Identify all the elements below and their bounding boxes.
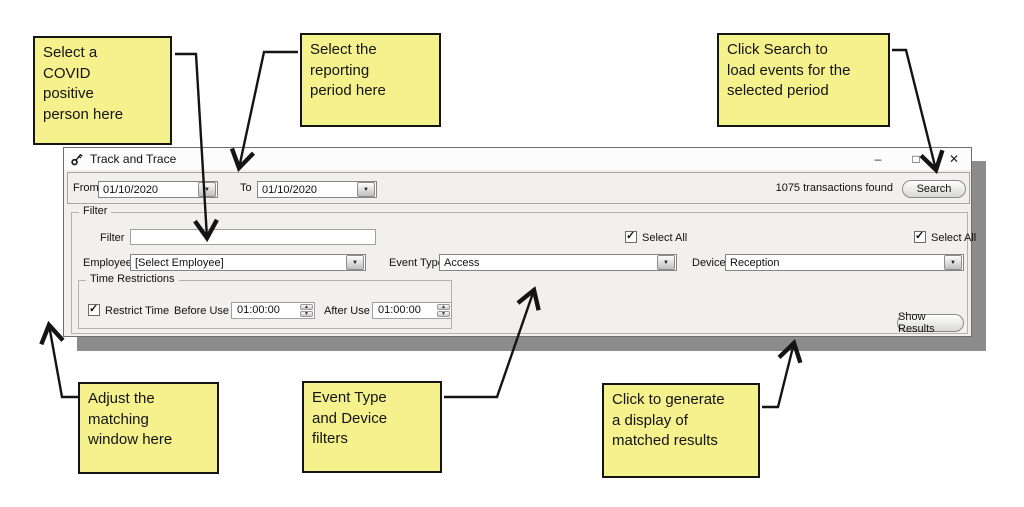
dropdown-arrow-icon[interactable]: ▼ (657, 255, 675, 270)
close-icon[interactable]: ✕ (948, 152, 960, 166)
from-label: From (73, 182, 99, 194)
employee-label: Employee (83, 257, 132, 269)
note-event-device-filters: Event Type and Device filters (302, 381, 442, 473)
event-type-value: Access (444, 256, 480, 269)
spinner-buttons: ▲ ▼ (436, 303, 451, 318)
device-combobox[interactable]: Reception ▼ (725, 254, 964, 271)
key-icon (71, 153, 83, 166)
spin-up-icon[interactable]: ▲ (300, 304, 313, 310)
before-use-label: Before Use (174, 305, 230, 317)
after-use-value: 01:00:00 (378, 304, 421, 316)
filter-label: Filter (100, 232, 125, 244)
note-select-covid-person: Select a COVID positive person here (33, 36, 172, 145)
before-use-value: 01:00:00 (237, 304, 280, 316)
after-use-label: After Use (324, 305, 370, 317)
event-type-combobox[interactable]: Access ▼ (439, 254, 677, 271)
spin-up-icon[interactable]: ▲ (437, 304, 450, 310)
date-toolbar: From 01/10/2020 ▼ To 01/10/2020 ▼ 1075 t… (67, 172, 970, 204)
dropdown-arrow-icon[interactable]: ▼ (198, 182, 216, 197)
event-type-label: Event Type (389, 257, 444, 269)
device-value: Reception (730, 256, 780, 269)
employee-combobox[interactable]: [Select Employee] ▼ (130, 254, 366, 271)
dropdown-arrow-icon[interactable]: ▼ (357, 182, 375, 197)
spin-down-icon[interactable]: ▼ (300, 311, 313, 317)
search-button[interactable]: Search (902, 180, 966, 198)
window-controls: – □ ✕ (871, 152, 965, 166)
transactions-found-text: 1075 transactions found (775, 182, 893, 194)
filter-group-legend: Filter (79, 205, 112, 217)
note-matching-window: Adjust the matching window here (78, 382, 219, 474)
filter-groupbox: Filter Filter ✓ Select All ✓ Select All … (71, 205, 976, 335)
time-restrictions-legend: Time Restrictions (86, 273, 179, 285)
after-use-spinner[interactable]: 01:00:00 ▲ ▼ (372, 302, 452, 319)
note-click-search: Click Search to load events for the sele… (717, 33, 890, 127)
before-use-spinner[interactable]: 01:00:00 ▲ ▼ (231, 302, 315, 319)
time-restrictions-groupbox: Time Restrictions ✓ Restrict Time Before… (78, 273, 452, 329)
to-label: To (240, 182, 252, 194)
dropdown-arrow-icon[interactable]: ▼ (944, 255, 962, 270)
check-icon: ✓ (626, 230, 636, 242)
window-title: Track and Trace (90, 152, 177, 166)
select-all-device-checkbox[interactable]: ✓ (914, 230, 926, 243)
spinner-buttons: ▲ ▼ (299, 303, 314, 318)
minimize-icon[interactable]: – (874, 152, 882, 166)
check-icon: ✓ (915, 230, 925, 242)
maximize-icon[interactable]: □ (912, 152, 920, 166)
filter-input[interactable] (130, 229, 376, 245)
arrow-show-results (762, 338, 803, 409)
from-date-value: 01/10/2020 (103, 183, 159, 196)
show-results-button[interactable]: Show Results (897, 311, 964, 335)
select-all-event-checkbox[interactable]: ✓ (625, 230, 637, 243)
to-date-value: 01/10/2020 (262, 183, 318, 196)
from-date-combobox[interactable]: 01/10/2020 ▼ (98, 181, 218, 198)
to-date-combobox[interactable]: 01/10/2020 ▼ (257, 181, 377, 198)
restrict-time-label: Restrict Time (105, 305, 170, 317)
note-show-results: Click to generate a display of matched r… (602, 383, 760, 478)
dropdown-arrow-icon[interactable]: ▼ (346, 255, 364, 270)
device-label: Device (692, 257, 726, 269)
window-titlebar[interactable]: Track and Trace – □ ✕ (64, 148, 971, 170)
check-icon: ✓ (89, 303, 99, 315)
select-all-event-label: Select All (642, 232, 688, 244)
employee-value: [Select Employee] (135, 256, 224, 269)
note-reporting-period: Select the reporting period here (300, 33, 441, 127)
spin-down-icon[interactable]: ▼ (437, 311, 450, 317)
track-and-trace-window: Track and Trace – □ ✕ From 01/10/2020 ▼ … (63, 147, 976, 337)
restrict-time-checkbox[interactable]: ✓ (88, 303, 100, 316)
select-all-device-label: Select All (931, 232, 977, 244)
